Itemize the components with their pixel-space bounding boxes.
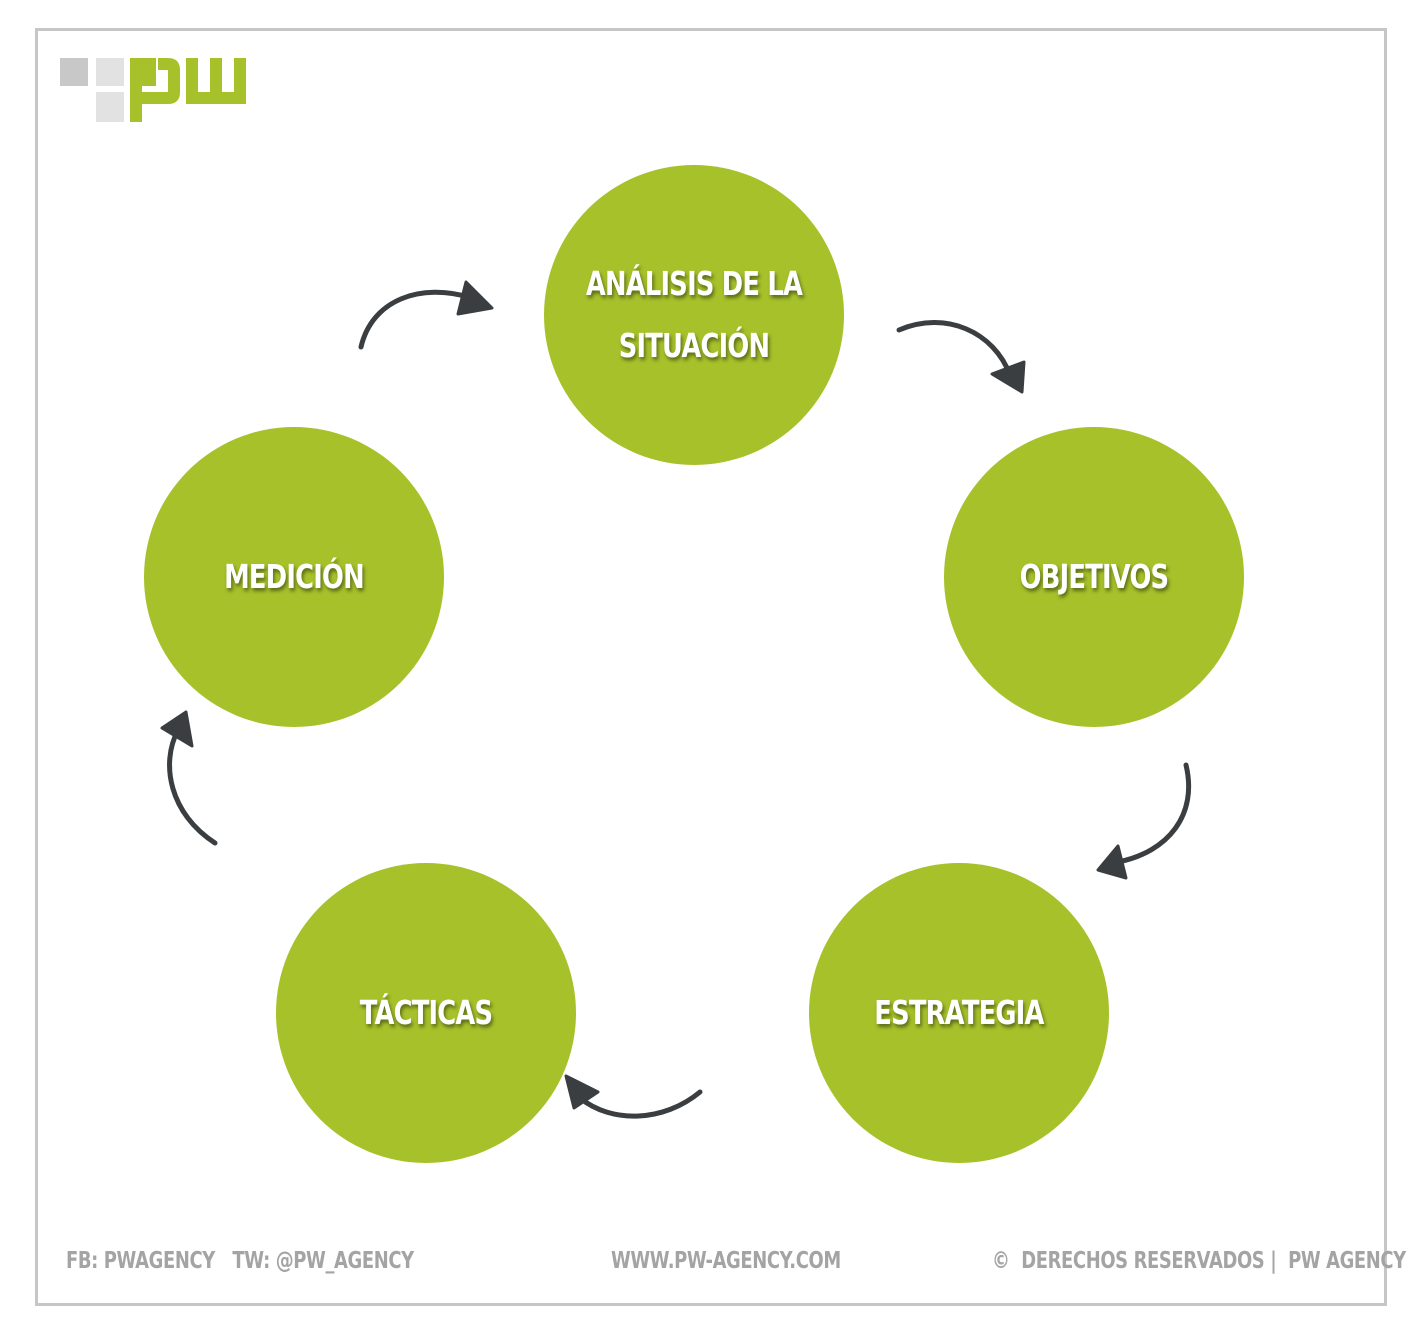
node-analisis: ANÁLISIS DE LA SITUACIÓN <box>544 165 844 465</box>
logo-square-green <box>130 58 156 86</box>
node-analisis-label: ANÁLISIS DE LA SITUACIÓN <box>585 264 803 365</box>
node-objetivos-label: OBJETIVOS <box>1019 557 1169 596</box>
node-medicion-label: MEDICIÓN <box>224 557 365 596</box>
node-estrategia-label: ESTRATEGIA <box>874 993 1044 1032</box>
logo-square-top-left <box>60 58 88 86</box>
node-tacticas: TÁCTICAS <box>276 863 576 1163</box>
logo-square-top-mid <box>96 58 124 86</box>
pw-logo <box>60 58 246 122</box>
logo-square-bottom-mid <box>96 92 124 122</box>
footer-website: WWW.PW-AGENCY.COM <box>611 1248 841 1274</box>
logo-letter-w <box>186 58 246 104</box>
footer-social: FB: PWAGENCY TW: @PW_AGENCY <box>66 1248 414 1274</box>
node-tacticas-label: TÁCTICAS <box>359 993 493 1032</box>
node-estrategia: ESTRATEGIA <box>809 863 1109 1163</box>
footer-copyright: © DERECHOS RESERVADOS | PW AGENCY <box>992 1248 1406 1274</box>
node-medicion: MEDICIÓN <box>144 427 444 727</box>
logo-letter-p <box>130 58 180 122</box>
node-objetivos: OBJETIVOS <box>944 427 1244 727</box>
